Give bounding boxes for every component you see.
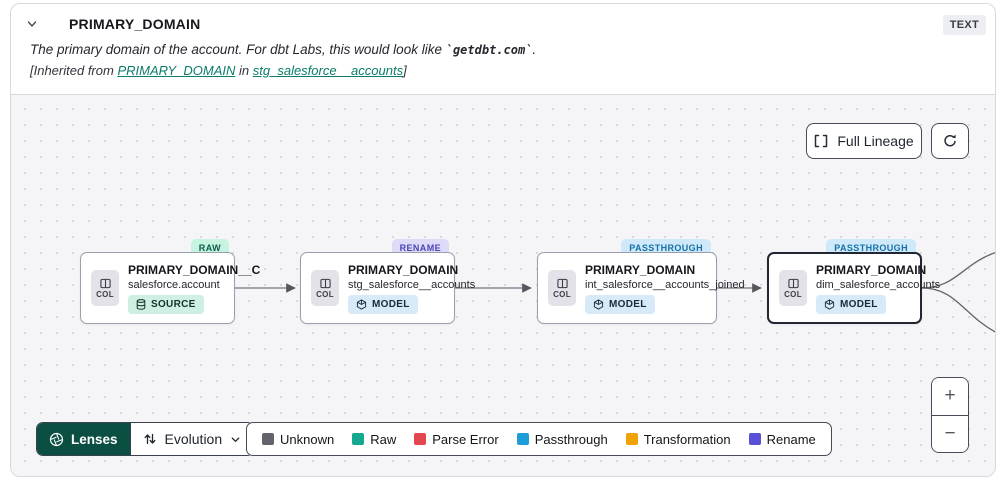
model-cube-icon bbox=[356, 298, 367, 310]
zoom-controls: + − bbox=[931, 377, 969, 453]
col-label: COL bbox=[784, 289, 802, 299]
node-model-name: int_salesforce__accounts_joined bbox=[585, 278, 745, 291]
inherited-model-link[interactable]: stg_salesforce__accounts bbox=[252, 63, 404, 78]
legend-swatch bbox=[262, 433, 274, 445]
inherited-prefix: [Inherited from bbox=[30, 63, 118, 78]
columns-icon bbox=[787, 278, 799, 289]
expand-corners-icon bbox=[814, 134, 828, 148]
lens-mode-dropdown[interactable]: Evolution bbox=[129, 423, 254, 455]
legend-swatch bbox=[352, 433, 365, 445]
legend-swatch bbox=[625, 433, 638, 445]
column-type-badge: TEXT bbox=[942, 15, 986, 35]
evolution-legend: Unknown Raw Parse Error Passthrough Tran… bbox=[246, 422, 832, 456]
lenses-control: Lenses Evolution bbox=[36, 422, 255, 456]
columns-icon bbox=[319, 278, 331, 289]
zoom-in-button[interactable]: + bbox=[932, 378, 968, 416]
node-main: PRIMARY_DOMAIN dim_salesforce_accounts M… bbox=[816, 263, 940, 314]
refresh-button[interactable] bbox=[931, 123, 969, 159]
resource-type-label: SOURCE bbox=[151, 298, 196, 310]
resource-type-tag: MODEL bbox=[348, 294, 418, 314]
legend-item-raw: Raw bbox=[352, 432, 396, 447]
database-icon bbox=[136, 298, 146, 310]
column-chip: COL bbox=[779, 270, 807, 306]
description-code: `getdbt.com` bbox=[445, 43, 533, 57]
node-card-int-salesforce-accounts-joined[interactable]: COL PRIMARY_DOMAIN int_salesforce__accou… bbox=[537, 252, 745, 324]
legend-swatch bbox=[748, 433, 761, 445]
lineage-canvas[interactable]: Full Lineage RAW COL PRIMARY_DOMAIN__C s… bbox=[11, 94, 995, 476]
legend-label: Transformation bbox=[643, 431, 731, 447]
legend-label: Raw bbox=[370, 431, 397, 447]
inherited-suffix: ] bbox=[403, 63, 407, 78]
resource-type-label: MODEL bbox=[609, 298, 647, 310]
node-model-name: salesforce.account bbox=[128, 278, 220, 291]
node-column-name: PRIMARY_DOMAIN bbox=[816, 262, 927, 277]
model-cube-icon bbox=[824, 298, 835, 310]
legend-item-parse-error: Parse Error bbox=[414, 431, 499, 447]
lineage-node-int: PASSTHROUGH COL PRIMARY_DOMAIN int_sales… bbox=[537, 239, 745, 324]
column-lineage-panel: PRIMARY_DOMAIN TEXT The primary domain o… bbox=[10, 3, 996, 477]
zoom-out-button[interactable]: − bbox=[932, 415, 968, 452]
inherited-from-line: [Inherited from PRIMARY_DOMAIN in stg_sa… bbox=[30, 63, 995, 78]
refresh-icon bbox=[942, 133, 958, 149]
resource-type-label: MODEL bbox=[372, 298, 410, 310]
lineage-node-stg: RENAME COL PRIMARY_DOMAIN stg_salesforce… bbox=[300, 239, 475, 324]
columns-icon bbox=[556, 278, 568, 289]
node-card-salesforce-account[interactable]: COL PRIMARY_DOMAIN__C salesforce.account… bbox=[80, 252, 260, 324]
collapse-chevron-icon[interactable] bbox=[23, 15, 41, 33]
node-model-name: dim_salesforce_accounts bbox=[816, 278, 941, 291]
column-description: The primary domain of the account. For d… bbox=[30, 42, 995, 57]
lens-mode-label: Evolution bbox=[164, 431, 223, 447]
description-suffix: . bbox=[532, 42, 537, 57]
node-card-dim-salesforce-accounts[interactable]: COL PRIMARY_DOMAIN dim_salesforce_accoun… bbox=[767, 252, 940, 324]
lenses-label: Lenses bbox=[71, 431, 118, 447]
legend-swatch bbox=[414, 433, 427, 445]
node-main: PRIMARY_DOMAIN int_salesforce__accounts_… bbox=[585, 262, 745, 314]
resource-type-tag: MODEL bbox=[585, 294, 655, 314]
header-title-row: PRIMARY_DOMAIN TEXT bbox=[11, 4, 995, 35]
legend-item-passthrough: Passthrough bbox=[516, 431, 608, 447]
col-label: COL bbox=[316, 289, 334, 299]
inherited-column-link[interactable]: PRIMARY_DOMAIN bbox=[117, 63, 236, 78]
swap-vertical-icon bbox=[143, 432, 157, 446]
resource-type-label: MODEL bbox=[840, 298, 878, 310]
node-column-name: PRIMARY_DOMAIN bbox=[348, 262, 459, 277]
resource-type-tag: SOURCE bbox=[128, 294, 204, 314]
column-chip: COL bbox=[91, 270, 119, 306]
model-cube-icon bbox=[593, 298, 604, 310]
lineage-edges bbox=[235, 252, 995, 333]
node-card-stg-salesforce-accounts[interactable]: COL PRIMARY_DOMAIN stg_salesforce__accou… bbox=[300, 252, 475, 324]
page-title: PRIMARY_DOMAIN bbox=[69, 16, 201, 32]
aperture-icon bbox=[49, 432, 64, 447]
lineage-node-source: RAW COL PRIMARY_DOMAIN__C salesforce.acc… bbox=[80, 239, 260, 324]
legend-item-transformation: Transformation bbox=[625, 431, 731, 447]
legend-label: Rename bbox=[766, 431, 816, 447]
col-label: COL bbox=[96, 289, 114, 299]
legend-swatch bbox=[516, 433, 529, 445]
column-chip: COL bbox=[548, 270, 576, 306]
full-lineage-button[interactable]: Full Lineage bbox=[806, 123, 922, 159]
legend-item-rename: Rename bbox=[748, 431, 816, 447]
col-label: COL bbox=[553, 289, 571, 299]
chevron-down-icon bbox=[230, 434, 241, 445]
node-main: PRIMARY_DOMAIN__C salesforce.account SOU… bbox=[128, 263, 260, 314]
description-text: The primary domain of the account. For d… bbox=[30, 42, 446, 57]
lineage-node-dim: PASSTHROUGH COL PRIMARY_DOMAIN dim_sales… bbox=[767, 239, 940, 324]
resource-type-tag: MODEL bbox=[816, 294, 886, 314]
node-model-name: stg_salesforce__accounts bbox=[348, 278, 476, 291]
legend-item-unknown: Unknown bbox=[262, 432, 334, 447]
full-lineage-label: Full Lineage bbox=[837, 133, 914, 149]
inherited-middle: in bbox=[235, 63, 253, 78]
node-column-name: PRIMARY_DOMAIN__C bbox=[128, 262, 261, 277]
legend-label: Parse Error bbox=[432, 431, 499, 447]
legend-label: Unknown bbox=[280, 431, 335, 447]
column-chip: COL bbox=[311, 270, 339, 306]
node-column-name: PRIMARY_DOMAIN bbox=[585, 262, 696, 277]
legend-label: Passthrough bbox=[534, 431, 608, 447]
columns-icon bbox=[99, 278, 111, 289]
column-header: PRIMARY_DOMAIN TEXT The primary domain o… bbox=[11, 4, 995, 94]
lenses-button[interactable]: Lenses bbox=[37, 423, 130, 455]
node-main: PRIMARY_DOMAIN stg_salesforce__accounts … bbox=[348, 263, 475, 314]
